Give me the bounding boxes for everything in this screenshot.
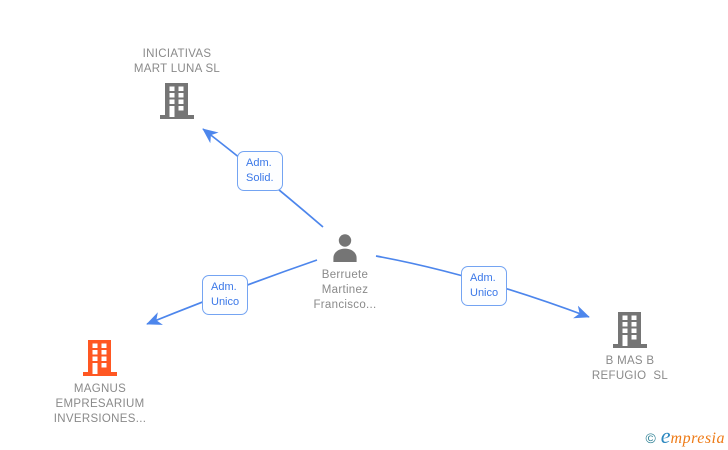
edge-label-line: Adm. bbox=[211, 281, 237, 293]
empresia-brand-text: mpresia bbox=[670, 430, 725, 447]
node-label-line: INICIATIVAS bbox=[142, 48, 212, 60]
edge-label-adm-solid[interactable]: Adm. Solid. bbox=[237, 151, 283, 191]
edge-label-line: Unico bbox=[470, 287, 499, 299]
building-icon bbox=[550, 311, 710, 349]
copyright-icon: © bbox=[645, 430, 656, 446]
node-label-line: INVERSIONES... bbox=[53, 413, 147, 425]
edge-label-line: Adm. bbox=[246, 157, 272, 169]
node-label-line: MAGNUS bbox=[73, 383, 127, 395]
edge-label-line: Adm. bbox=[470, 272, 496, 284]
node-label-line: Martinez bbox=[321, 284, 369, 296]
edge-label-adm-unico-left[interactable]: Adm. Unico bbox=[202, 275, 249, 315]
company-node-bmasb[interactable]: B MAS B REFUGIO SL bbox=[550, 306, 710, 384]
company-name: INICIATIVAS MART LUNA SL bbox=[97, 47, 257, 77]
node-label-line: REFUGIO SL bbox=[591, 370, 669, 382]
edge-label-line: Solid. bbox=[246, 172, 274, 184]
company-node-iniciativas[interactable]: INICIATIVAS MART LUNA SL bbox=[97, 47, 257, 125]
person-icon bbox=[285, 233, 405, 263]
node-label-line: MART LUNA SL bbox=[133, 63, 221, 75]
node-label-line: Francisco... bbox=[313, 299, 377, 311]
person-name: Berruete Martinez Francisco... bbox=[285, 268, 405, 313]
node-label-line: Berruete bbox=[321, 269, 369, 281]
edge-label-adm-unico-right[interactable]: Adm. Unico bbox=[461, 266, 508, 306]
building-icon bbox=[20, 339, 180, 377]
empresia-logo: © e mpresia bbox=[645, 423, 725, 448]
company-name: B MAS B REFUGIO SL bbox=[550, 354, 710, 384]
company-name: MAGNUS EMPRESARIUM INVERSIONES... bbox=[20, 382, 180, 427]
node-label-line: B MAS B bbox=[605, 355, 655, 367]
company-node-magnus[interactable]: MAGNUS EMPRESARIUM INVERSIONES... bbox=[20, 334, 180, 427]
building-icon bbox=[97, 82, 257, 120]
person-node-berruete[interactable]: Berruete Martinez Francisco... bbox=[285, 228, 405, 313]
node-label-line: EMPRESARIUM bbox=[55, 398, 145, 410]
edge-label-line: Unico bbox=[211, 296, 240, 308]
empresia-brand-initial: e bbox=[660, 423, 671, 448]
